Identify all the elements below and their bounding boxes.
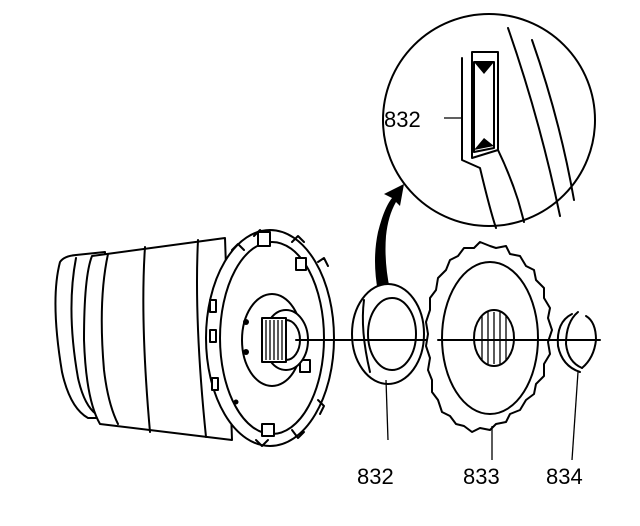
inset-detail-circle [382, 13, 596, 229]
clutch-housing-assembly [54, 229, 353, 447]
inset-label-832: 832 [384, 107, 421, 132]
label-833: 833 [463, 464, 500, 489]
label-834: 834 [546, 464, 583, 489]
part-832-seal-ring [351, 283, 439, 441]
part-834-snap-ring [556, 311, 601, 461]
label-832: 832 [357, 464, 394, 489]
part-833-gear [425, 241, 561, 460]
curved-arrow [375, 184, 404, 292]
